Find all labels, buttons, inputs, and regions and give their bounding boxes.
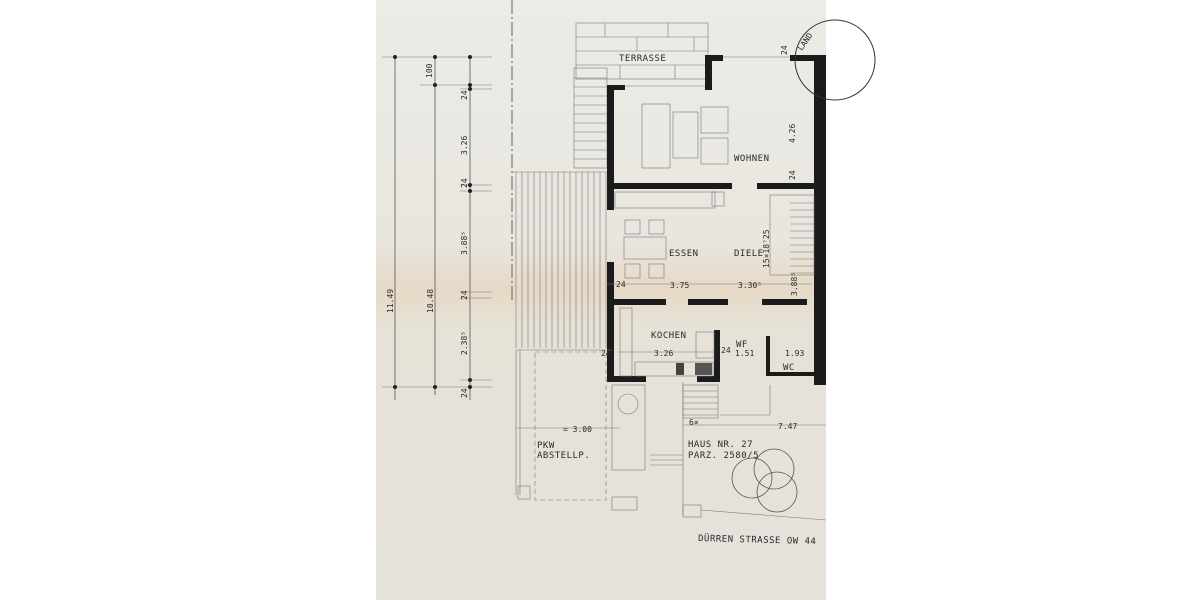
dim-747: 7.47: [778, 422, 797, 431]
room-label-hall: DIELE: [734, 249, 764, 259]
stamp-text: LAND: [796, 31, 815, 52]
entrance-stair: [682, 384, 719, 419]
room-label-dining: ESSEN: [669, 249, 699, 259]
dim-24: 24: [616, 280, 626, 289]
dim-24: 24: [460, 178, 469, 188]
dimension-labels: 100 24 3.26 24 3.88⁵ 11.49 10.48 24 2.38…: [386, 63, 469, 398]
furniture: [614, 103, 729, 377]
terrace: TERRASSE: [575, 22, 709, 80]
parking-label-1: PKW: [537, 441, 555, 451]
dimension-chain: [382, 55, 492, 400]
tree-icon: [731, 457, 773, 499]
dim-375: 3.75: [670, 281, 689, 290]
dim-24: 24: [460, 290, 469, 300]
wc-width: 1.93: [785, 349, 804, 358]
tree-icon: [756, 471, 798, 513]
dim-1149: 11.49: [386, 289, 395, 313]
dim-24: 24: [460, 388, 469, 398]
dim-24: 24: [788, 170, 797, 180]
room-label-wc: WC: [783, 363, 795, 373]
site-elements: [515, 349, 827, 521]
stair-dim: 15×18⁷25: [762, 229, 771, 268]
interior-stair: [769, 194, 815, 276]
parking-label-2: ABSTELLP.: [537, 451, 590, 461]
exterior-stair: [573, 67, 608, 169]
dim-1048: 10.48: [426, 289, 435, 313]
dim-100: 100: [425, 63, 434, 78]
tree-icon: [753, 448, 795, 490]
room-label-terrace: TERRASSE: [619, 54, 666, 64]
dim-300: = 3.00: [563, 425, 592, 434]
dim-426: 4.26: [788, 124, 797, 143]
dim-388: 3.88⁵: [790, 272, 799, 296]
dim-326: 3.26: [460, 136, 469, 155]
wf-width: 1.51: [735, 349, 754, 358]
dim-24: 24: [780, 45, 789, 55]
house-number: HAUS NR. 27: [688, 440, 753, 450]
walls: [607, 55, 826, 385]
dim-24: 24: [721, 346, 731, 355]
room-label-wf: WF: [736, 340, 748, 350]
parcel-number: PARZ. 2580/5: [688, 451, 759, 461]
street-name: DÜRREN STRASSE OW 44: [698, 533, 817, 547]
room-label-kitchen: KOCHEN: [651, 331, 687, 341]
dim-238: 2.38⁵: [460, 331, 469, 355]
driveway-hatching: [512, 171, 607, 348]
room-label-living: WOHNEN: [734, 154, 770, 164]
dim-3305: 3.30⁵: [738, 281, 762, 290]
dim-24: 24: [460, 90, 469, 100]
dim-6x: 6×: [689, 418, 699, 427]
dim-388: 3.88⁵: [460, 231, 469, 255]
kitchen-width: 3.26: [654, 349, 673, 358]
